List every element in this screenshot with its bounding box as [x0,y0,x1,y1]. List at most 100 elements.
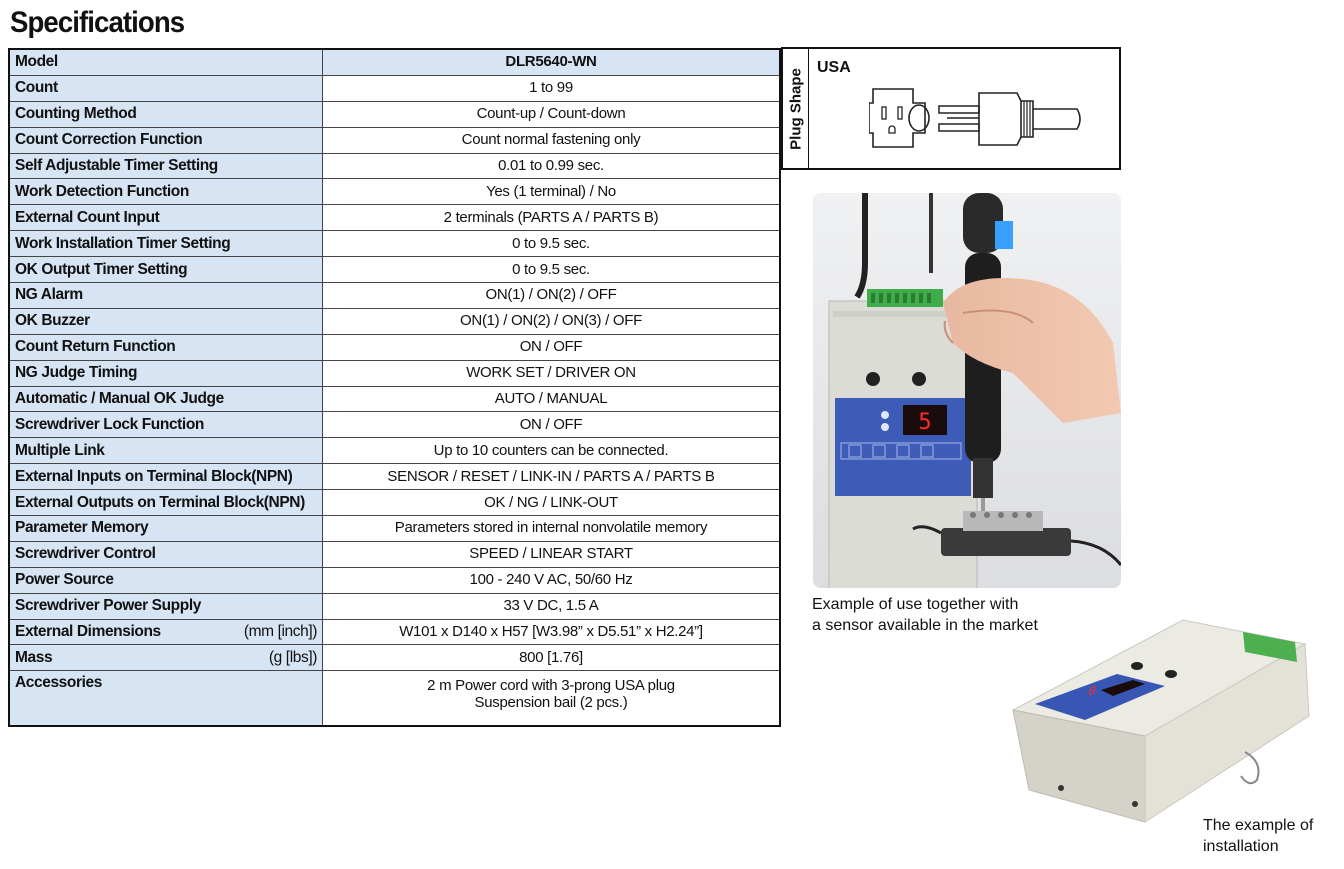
spec-value: W101 x D140 x H57 [W3.98” x D5.51” x H2.… [322,618,781,646]
spec-label-cell: Work Installation Timer Setting [8,230,323,258]
spec-label: External Dimensions [15,623,161,641]
spec-label: Count Correction Function [15,131,203,149]
spec-label-cell: Parameter Memory [8,515,323,542]
spec-label-cell: NG Alarm [8,282,323,309]
spec-label-wrap: Self Adjustable Timer Setting [15,154,317,178]
spec-label: Screwdriver Lock Function [15,415,204,433]
usage-photo: 5 [813,193,1121,588]
installation-caption-line-1: The example of [1203,817,1314,834]
spec-label-wrap: Work Detection Function [15,180,317,204]
page-title: Specifications [10,6,185,39]
spec-label-cell: NG Judge Timing [8,359,323,387]
spec-value: WORK SET / DRIVER ON [322,359,781,387]
spec-label: Screwdriver Power Supply [15,597,201,615]
spec-label-wrap: External Count Input [15,206,317,230]
spec-label-wrap: Screwdriver Power Supply [15,594,317,618]
spec-label-wrap: NG Judge Timing [15,361,317,385]
spec-label-wrap: Screwdriver Control [15,542,317,566]
spec-label-wrap: Power Source [15,568,317,592]
spec-label: External Inputs on Terminal Block(NPN) [15,467,293,485]
spec-label-wrap: External Outputs on Terminal Block(NPN) [15,491,317,515]
usage-display-digit: 5 [918,410,931,435]
spec-label: Count [15,79,58,97]
accessories-line-1: 2 m Power cord with 3-prong USA plug [427,677,675,695]
spec-label-wrap: Mass (g [lbs]) [15,646,317,670]
spec-label: Multiple Link [15,441,105,459]
spec-row: Count Correction Function Count normal fa… [8,126,781,154]
spec-label: Work Installation Timer Setting [15,234,231,252]
plug-shape-box: Plug Shape USA [781,47,1121,170]
spec-label-cell: Screwdriver Lock Function [8,411,323,439]
plug-shape-label: Plug Shape [787,67,804,150]
spec-value: 100 - 240 V AC, 50/60 Hz [322,566,781,594]
spec-value: Count-up / Count-down [322,100,781,128]
spec-label-cell: Mass (g [lbs]) [8,644,323,672]
spec-row: Counting Method Count-up / Count-down [8,100,781,128]
spec-label-cell: Self Adjustable Timer Setting [8,152,323,180]
spec-value: 800 [1.76] [322,644,781,672]
spec-label-wrap: NG Alarm [15,284,317,308]
spec-value: 2 terminals (PARTS A / PARTS B) [322,204,781,232]
spec-value: 33 V DC, 1.5 A [322,592,781,620]
usage-caption-line-2: a sensor available in the market [812,617,1038,634]
spec-label: Mass [15,648,53,666]
spec-value: ON(1) / ON(2) / ON(3) / OFF [322,307,781,335]
spec-value: 0 to 9.5 sec. [322,230,781,258]
spec-label-wrap: Model [15,50,317,74]
spec-label-wrap: OK Output Timer Setting [15,258,317,282]
spec-label-wrap: OK Buzzer [15,309,317,333]
spec-value: Count normal fastening only [322,126,781,154]
spec-label: Automatic / Manual OK Judge [15,390,224,408]
spec-label-wrap: External Inputs on Terminal Block(NPN) [15,465,317,489]
spec-label: Parameter Memory [15,519,149,537]
spec-label-wrap: Automatic / Manual OK Judge [15,387,317,411]
spec-label-wrap: Multiple Link [15,439,317,463]
spec-label-cell: External Inputs on Terminal Block(NPN) [8,463,323,491]
spec-label-cell: OK Output Timer Setting [8,256,323,284]
spec-row: Mass (g [lbs]) 800 [1.76] [8,644,781,672]
spec-label-wrap: Screwdriver Lock Function [15,413,317,437]
spec-label: Model [15,53,58,71]
spec-value: Yes (1 terminal) / No [322,178,781,206]
installation-caption-line-2: installation [1203,838,1279,855]
spec-row: External Inputs on Terminal Block(NPN)SE… [8,463,781,491]
spec-unit: (mm [inch]) [243,623,318,641]
plug-shape-label-cell: Plug Shape [783,49,809,168]
spec-label-cell: Count Return Function [8,333,323,361]
spec-label-cell: Model [8,48,323,76]
spec-label: Counting Method [15,105,137,123]
spec-label-cell: Count [8,74,323,102]
spec-label-wrap: Counting Method [15,102,317,126]
spec-label: Count Return Function [15,338,176,356]
usage-caption: Example of use together with a sensor av… [812,594,1038,636]
spec-label: Self Adjustable Timer Setting [15,157,218,174]
spec-label-wrap: External Dimensions (mm [inch]) [15,620,317,644]
spec-row: Automatic / Manual OK Judge AUTO / MANUAL [8,385,781,413]
spec-unit: (g [lbs]) [268,648,317,666]
spec-label-wrap: Work Installation Timer Setting [15,232,317,256]
spec-label-cell: External Outputs on Terminal Block(NPN) [8,489,323,517]
spec-label-cell: Screwdriver Power Supply [8,592,323,620]
usa-plug-icon [869,88,1081,148]
spec-label: NG Alarm [15,286,83,304]
spec-label-cell: External Count Input [8,204,323,232]
spec-label-cell: Work Detection Function [8,178,323,206]
spec-label-cell: Counting Method [8,100,323,128]
accessories-line-2: Suspension bail (2 pcs.) [474,694,628,712]
spec-value: SPEED / LINEAR START [322,540,781,568]
spec-value: AUTO / MANUAL [322,385,781,413]
